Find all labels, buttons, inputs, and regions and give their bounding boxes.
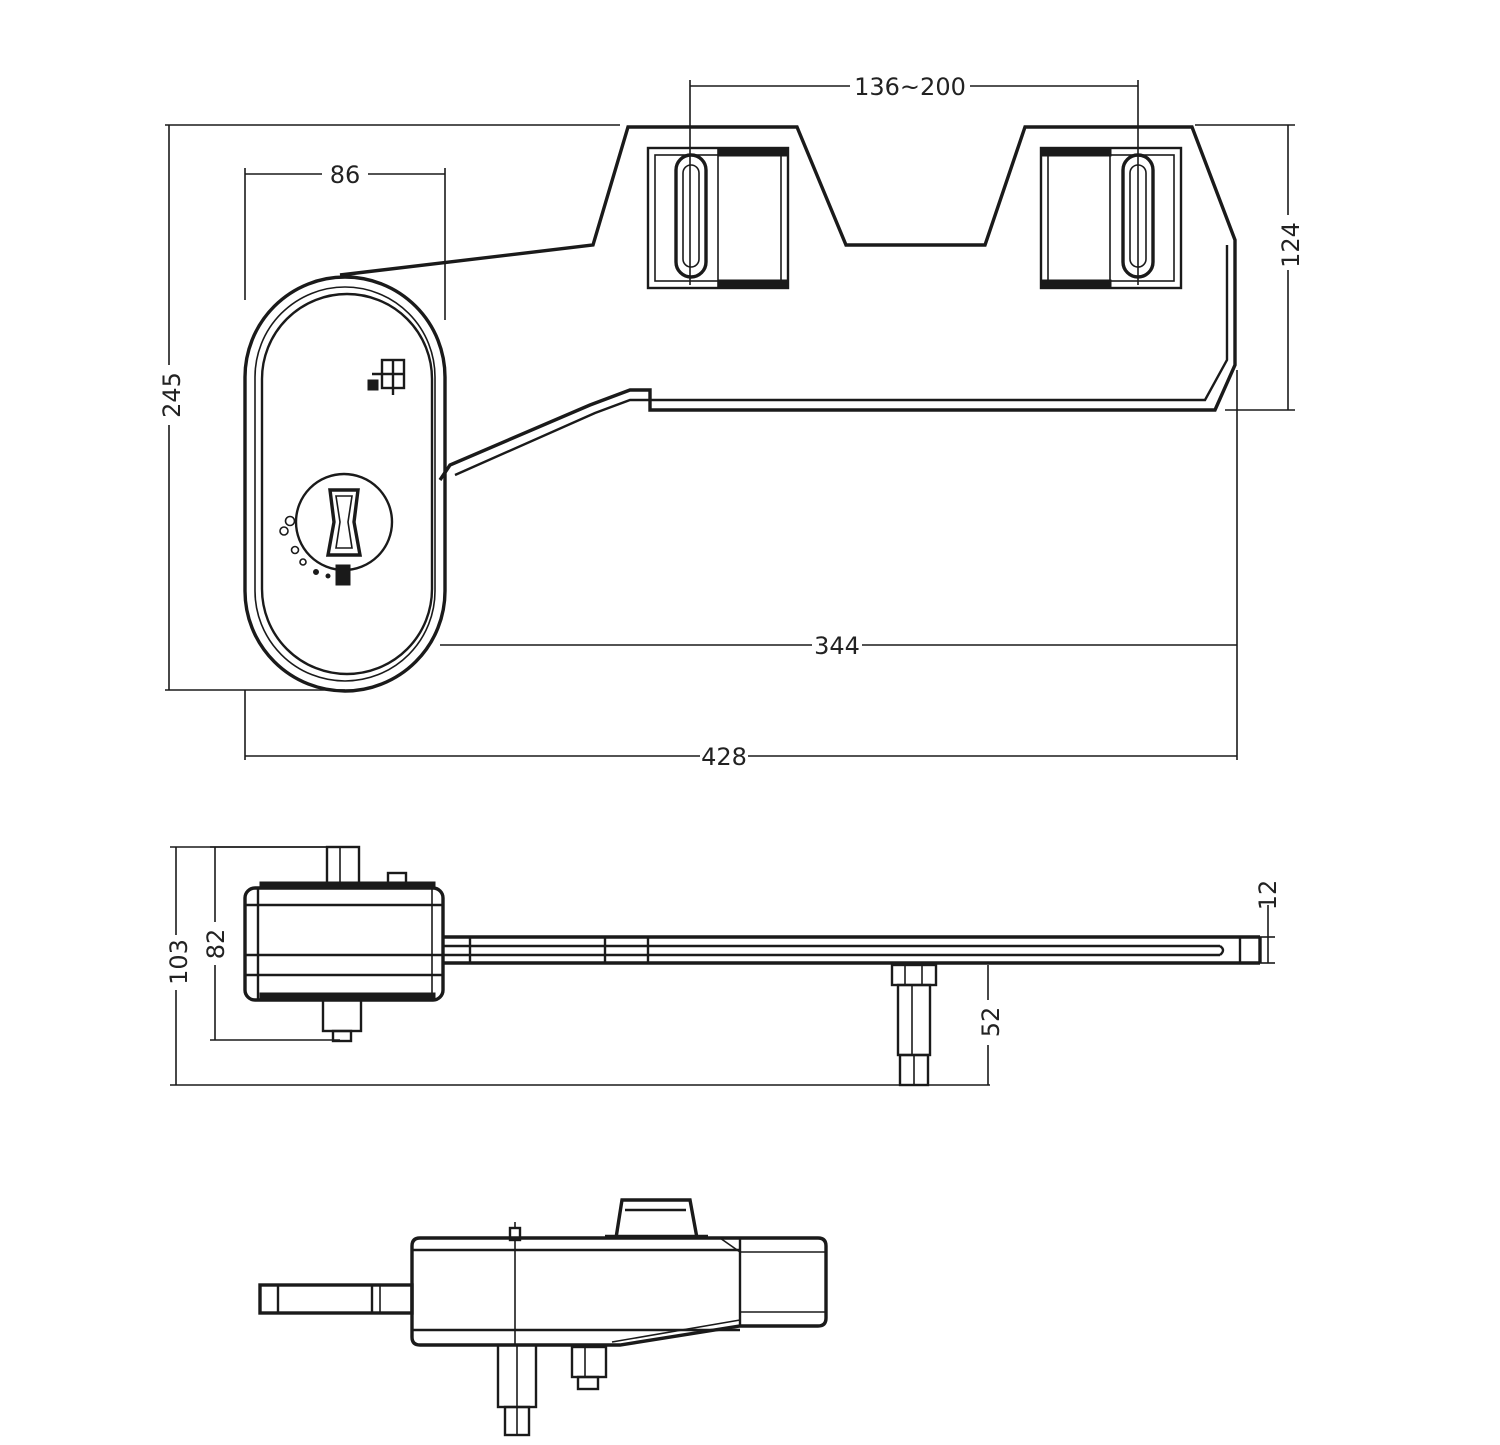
left-slot-opening <box>674 153 708 279</box>
left-mounting-slot <box>646 146 790 290</box>
dimension-arm-length: 344 <box>440 370 1238 760</box>
right-mounting-slot <box>1039 146 1183 290</box>
side-nozzle-post <box>890 963 938 1087</box>
side-top-knob <box>325 845 361 887</box>
end-view <box>258 1198 828 1437</box>
top-view: 136~200 86 245 124 <box>158 73 1305 771</box>
end-top-knob <box>614 1198 699 1239</box>
side-view: 103 82 12 52 <box>165 845 1282 1087</box>
dimension-control-width: 86 <box>244 161 446 320</box>
dimension-nozzle-height: 52 <box>977 965 1005 1085</box>
label-86: 86 <box>330 161 361 189</box>
dimension-mount-spacing: 136~200 <box>689 73 1139 285</box>
end-valve-connector <box>570 1345 608 1391</box>
control-housing-outer <box>243 275 447 693</box>
mounting-plate-outline <box>339 125 1237 481</box>
label-136-200: 136~200 <box>854 73 966 101</box>
label-52: 52 <box>977 1007 1005 1038</box>
label-82: 82 <box>202 929 230 960</box>
label-428: 428 <box>701 743 747 771</box>
control-housing-inner <box>260 292 434 676</box>
end-water-inlet <box>496 1343 538 1437</box>
dimension-overall-height: 245 <box>158 124 620 691</box>
label-344: 344 <box>814 632 860 660</box>
label-12: 12 <box>1254 880 1282 911</box>
dimension-mount-height: 124 <box>1195 124 1305 411</box>
end-arm-stub <box>258 1283 414 1315</box>
side-arm <box>443 935 1262 965</box>
label-124: 124 <box>1277 222 1305 268</box>
dimension-plate-thickness: 12 <box>1254 880 1282 964</box>
pressure-level-dots <box>279 515 331 579</box>
dimension-overall-length: 428 <box>244 690 1237 771</box>
label-245: 245 <box>158 372 186 418</box>
side-water-inlet <box>321 996 363 1033</box>
wash-mode-icon <box>367 358 406 395</box>
label-103: 103 <box>165 939 193 985</box>
pressure-knob <box>294 472 394 586</box>
dimension-side-body-height: 82 <box>202 846 340 1041</box>
